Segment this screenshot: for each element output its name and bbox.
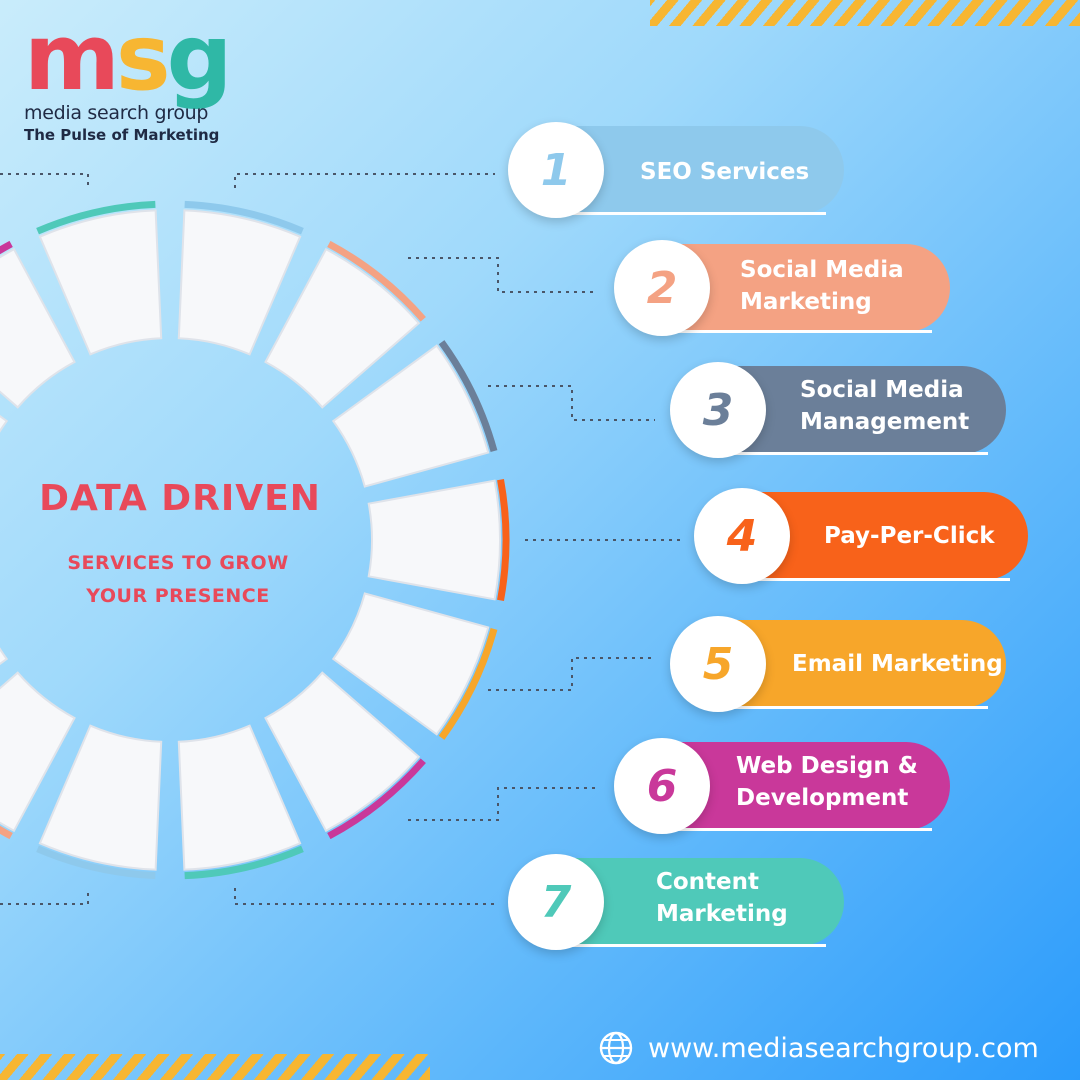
number-badge-text: 6 [622, 746, 702, 826]
wheel-segment [0, 414, 9, 433]
logo-letter-s: s [115, 4, 171, 111]
service-label-line1: SEO Services [640, 159, 810, 185]
wheel-segment-rim [36, 845, 156, 880]
service-label: Pay-Per-Click [824, 520, 995, 552]
connector-left-top [0, 173, 89, 188]
service-label-line1: Social Media [740, 257, 904, 283]
brand-logo: msg media search group The Pulse of Mark… [24, 12, 232, 145]
wheel-segment [177, 209, 302, 356]
number-badge-text: 1 [516, 130, 596, 210]
service-label: SEO Services [640, 156, 809, 188]
pill-underline [674, 330, 932, 333]
number-badge: 6 [614, 738, 710, 834]
wheel-segment-rim [0, 825, 13, 840]
connector-6 [408, 787, 595, 821]
connector-1 [234, 173, 495, 188]
center-title: DATA DRIVEN [39, 478, 321, 519]
wheel-segment-rim [0, 240, 13, 255]
number-badge: 4 [694, 488, 790, 584]
number-badge: 2 [614, 240, 710, 336]
logo-letter-m: m [24, 4, 120, 111]
logo-mark: msg [24, 12, 232, 104]
service-pill-social-media-management[interactable]: 3 Social Media Management [670, 362, 1006, 466]
service-pill-content-marketing[interactable]: 7 Content Marketing [508, 854, 844, 958]
service-label-line2: Development [736, 785, 909, 811]
service-pill-pay-per-click[interactable]: 4 Pay-Per-Click [694, 488, 1028, 592]
service-label: Content Marketing [656, 866, 788, 930]
wheel-segment-rim [184, 200, 304, 235]
wheel-segment [38, 209, 163, 356]
service-label-line2: Marketing [740, 289, 872, 315]
wheel-segment-rim [438, 340, 498, 452]
footer-url-text: www.mediasearchgroup.com [648, 1032, 1039, 1064]
globe-icon [599, 1031, 633, 1065]
service-pill-seo[interactable]: 1 SEO Services [508, 122, 844, 226]
connector-7 [234, 888, 495, 905]
wheel-segment [0, 247, 76, 409]
number-badge: 7 [508, 854, 604, 950]
service-label-line1: Pay-Per-Click [824, 523, 995, 549]
wheel-segment [264, 247, 421, 409]
pill-underline [674, 828, 932, 831]
wheel-segment [38, 724, 163, 871]
service-pill-email-marketing[interactable]: 5 Email Marketing [670, 616, 1006, 720]
service-pill-social-media-marketing[interactable]: 2 Social Media Marketing [614, 240, 950, 344]
connector-left-bottom [0, 888, 89, 905]
service-label-line2: Marketing [656, 901, 788, 927]
wheel-segment [331, 344, 490, 488]
pill-underline [568, 212, 826, 215]
number-badge-text: 4 [702, 496, 782, 576]
number-badge: 1 [508, 122, 604, 218]
service-label-line2: Management [800, 409, 970, 435]
service-label: Social Media Management [800, 374, 969, 438]
wheel-segment [0, 647, 9, 666]
number-badge-text: 2 [622, 248, 702, 328]
connector-5 [488, 657, 655, 691]
service-label-line1: Email Marketing [792, 651, 1003, 677]
wheel-segment-rim [438, 628, 498, 740]
brand-name: media search group [24, 102, 209, 124]
service-label-line1: Web Design & [736, 753, 918, 779]
wheel-segment [331, 592, 490, 736]
pill-underline [730, 706, 988, 709]
wheel-segment [177, 724, 302, 871]
service-label: Web Design & Development [736, 750, 918, 814]
wheel-segment-rim [327, 240, 426, 322]
wheel-segment [0, 671, 76, 833]
center-subtitle-line1: SERVICES TO GROW [67, 552, 289, 574]
connector-3 [488, 385, 655, 421]
top-hatch-decoration [650, 0, 1080, 26]
wheel-segment-rim [36, 200, 156, 235]
number-badge: 5 [670, 616, 766, 712]
number-badge-text: 7 [516, 862, 596, 942]
wheel-segment [367, 479, 501, 601]
footer-url[interactable]: www.mediasearchgroup.com [598, 1030, 1039, 1066]
logo-letter-g: g [166, 4, 233, 111]
center-subtitle: SERVICES TO GROW YOUR PRESENCE [40, 547, 316, 613]
brand-tagline: The Pulse of Marketing [24, 126, 220, 144]
bottom-hatch-decoration [0, 1054, 430, 1080]
pill-underline [568, 944, 826, 947]
pill-underline [754, 578, 1010, 581]
number-badge-text: 5 [678, 624, 758, 704]
wheel-segment-rim [184, 845, 304, 880]
service-pill-web-design[interactable]: 6 Web Design & Development [614, 738, 950, 842]
wheel-segment-rim [497, 478, 510, 602]
wheel-segment [264, 671, 421, 833]
service-label: Social Media Marketing [740, 254, 904, 318]
pill-underline [730, 452, 988, 455]
connector-2 [408, 257, 595, 293]
number-badge: 3 [670, 362, 766, 458]
service-label: Email Marketing [792, 648, 1003, 680]
number-badge-text: 3 [678, 370, 758, 450]
service-label-line1: Content [656, 869, 760, 895]
center-subtitle-line2: YOUR PRESENCE [86, 585, 270, 607]
wheel-segment-rim [327, 758, 426, 840]
service-label-line1: Social Media [800, 377, 964, 403]
